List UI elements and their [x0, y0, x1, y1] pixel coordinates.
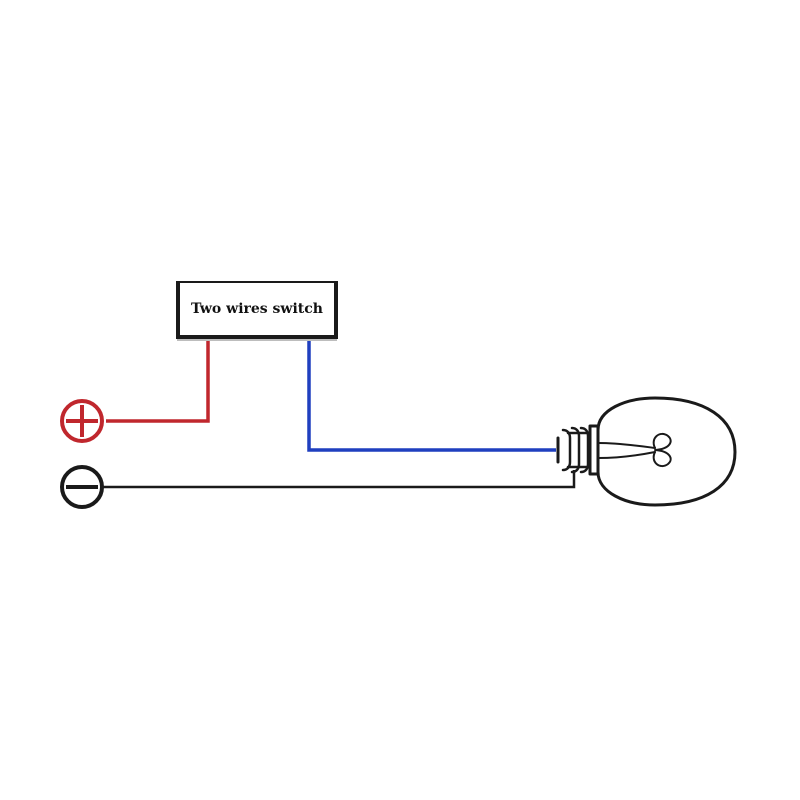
switch-label: Two wires switch — [191, 301, 323, 317]
switch-box: Two wires switch — [176, 281, 338, 339]
negative-wire — [102, 470, 576, 489]
light-bulb-icon — [556, 396, 737, 507]
plus-circle-icon — [60, 399, 104, 443]
switched-wire — [307, 340, 556, 452]
minus-circle-icon — [60, 465, 104, 509]
positive-wire — [106, 340, 210, 423]
